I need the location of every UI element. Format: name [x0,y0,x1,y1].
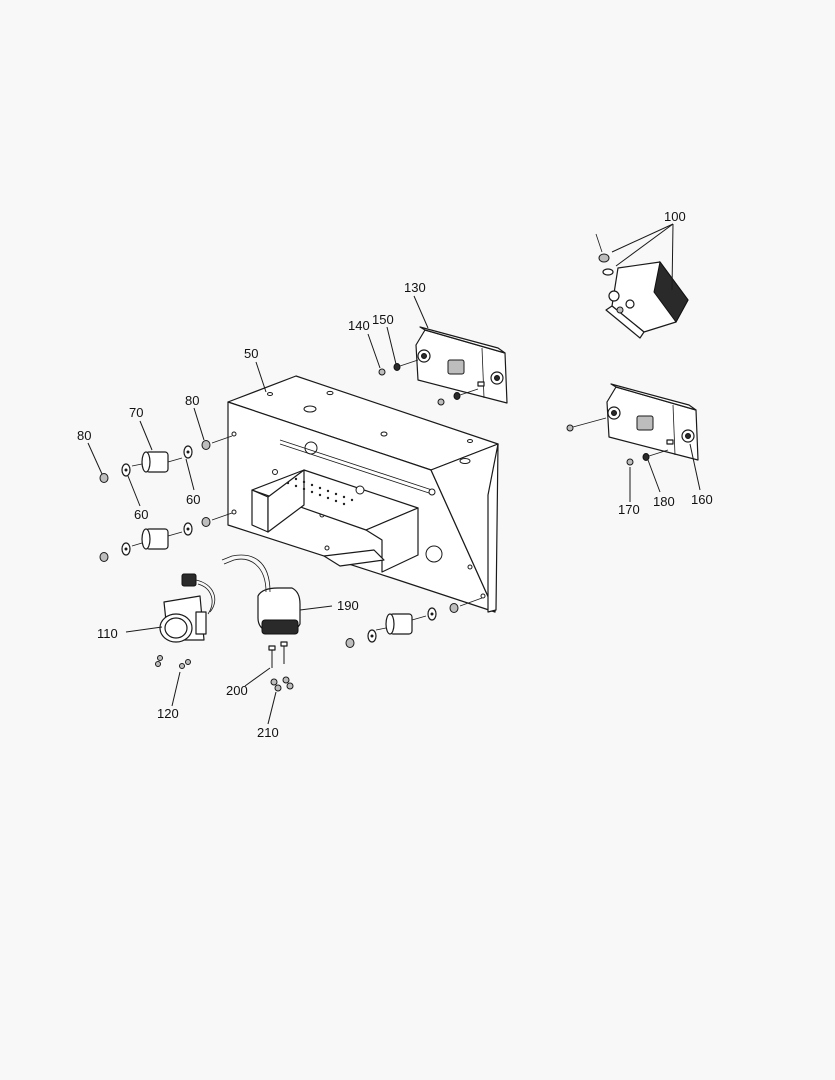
callout-210: 210 [257,725,279,740]
callout-190: 190 [337,598,359,613]
callout-200: 200 [226,683,248,698]
callout-50: 50 [244,346,259,361]
callout-170: 170 [618,502,640,517]
callout-180: 180 [653,494,675,509]
callout-160: 160 [691,492,713,507]
callout-150: 150 [372,312,394,327]
rubber-mount-right [375,613,427,635]
tail-light-lower [566,383,699,466]
callout-80-upper: 80 [185,393,200,408]
horn [155,573,216,669]
callout-60-right: 60 [186,492,201,507]
callout-120: 120 [157,706,179,721]
callout-110: 110 [97,626,118,641]
rubber-mount-upper [131,451,183,473]
callout-130: 130 [404,280,426,295]
washers-and-nuts [99,435,483,648]
tail-light-upper [378,326,508,406]
work-lamp [595,233,689,339]
callout-140: 140 [348,318,370,333]
rubber-mount-lower [131,528,183,550]
leader-lines [87,223,701,725]
callout-70: 70 [129,405,144,420]
callout-100: 100 [664,209,686,224]
callout-80-left: 80 [77,428,92,443]
bracket-tray [251,469,419,573]
callout-60-left: 60 [134,507,149,522]
alarm-module [221,554,301,692]
